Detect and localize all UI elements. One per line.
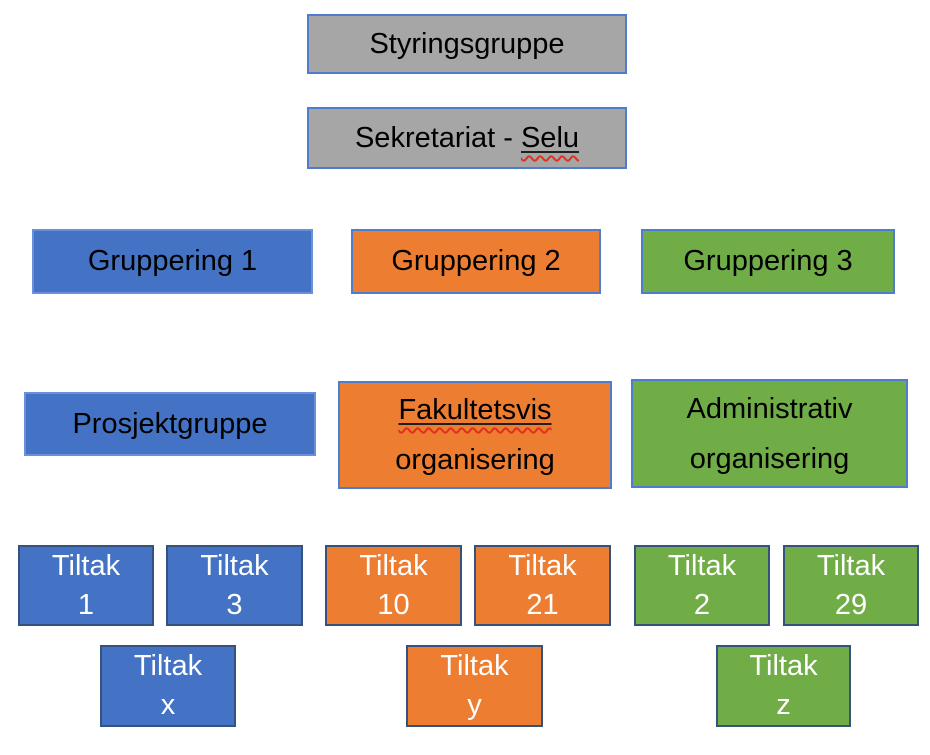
tiltak-x-id: x [160, 689, 176, 721]
fakultetsvis-underline: Fakultetsvis [398, 394, 551, 426]
tiltak-21-box: Tiltak 21 [474, 545, 611, 626]
tiltak-29-id: 29 [834, 588, 868, 621]
tiltak-y-id: y [467, 689, 482, 721]
tiltak-29-word: Tiltak [816, 549, 886, 582]
fakultetsvis-misspelled-word: Fakultetsvis [398, 385, 551, 435]
tiltak-y-word: Tiltak [440, 650, 509, 682]
prosjektgruppe-label: Prosjektgruppe [72, 407, 268, 440]
sekretariat-label: Sekretariat - Selu [355, 120, 579, 156]
tiltak-10-id: 10 [377, 588, 410, 621]
sekretariat-misspelled-word: Selu [521, 122, 579, 154]
tiltak-2-id: 2 [693, 588, 711, 621]
sekretariat-misspelled-text: Selu [520, 121, 580, 154]
tiltak-1-id: 1 [77, 588, 95, 621]
fakultetsvis-organisering-box: Fakultetsvis organisering [338, 381, 612, 489]
fakultetsvis-label-line2: organisering [395, 444, 555, 476]
fakultetsvis-label-line1: Fakultetsvis [398, 394, 552, 426]
styringsgruppe-box: Styringsgruppe [307, 14, 627, 74]
tiltak-21-id: 21 [526, 588, 559, 621]
tiltak-z-id: z [776, 689, 791, 721]
gruppering-3-box: Gruppering 3 [641, 229, 895, 294]
tiltak-2-word: Tiltak [667, 549, 737, 582]
tiltak-29-box: Tiltak 29 [783, 545, 919, 626]
tiltak-3-id: 3 [226, 588, 243, 621]
gruppering-2-box: Gruppering 2 [351, 229, 601, 294]
tiltak-z-box: Tiltak z [716, 645, 851, 727]
prosjektgruppe-box: Prosjektgruppe [24, 392, 316, 456]
administrativ-label-line1: Administrativ [686, 392, 853, 425]
tiltak-3-word: Tiltak [200, 549, 269, 582]
gruppering-1-label: Gruppering 1 [87, 245, 258, 278]
tiltak-2-box: Tiltak 2 [634, 545, 770, 626]
tiltak-21-word: Tiltak [508, 549, 577, 582]
tiltak-x-word: Tiltak [133, 650, 203, 682]
administrativ-label-line2: organisering [689, 442, 850, 475]
gruppering-3-label: Gruppering 3 [683, 245, 853, 278]
styringsgruppe-label: Styringsgruppe [369, 27, 565, 60]
tiltak-z-word: Tiltak [749, 650, 818, 682]
tiltak-3-box: Tiltak 3 [166, 545, 303, 626]
tiltak-1-word: Tiltak [51, 549, 121, 582]
tiltak-x-box: Tiltak x [100, 645, 236, 727]
sekretariat-box: Sekretariat - Selu [307, 107, 627, 169]
gruppering-1-box: Gruppering 1 [32, 229, 313, 294]
tiltak-1-box: Tiltak 1 [18, 545, 154, 626]
tiltak-y-box: Tiltak y [406, 645, 543, 727]
tiltak-10-box: Tiltak 10 [325, 545, 462, 626]
gruppering-2-label: Gruppering 2 [391, 245, 561, 278]
administrativ-organisering-box: Administrativ organisering [631, 379, 908, 488]
tiltak-10-word: Tiltak [359, 549, 428, 582]
sekretariat-prefix: Sekretariat - [354, 121, 521, 154]
